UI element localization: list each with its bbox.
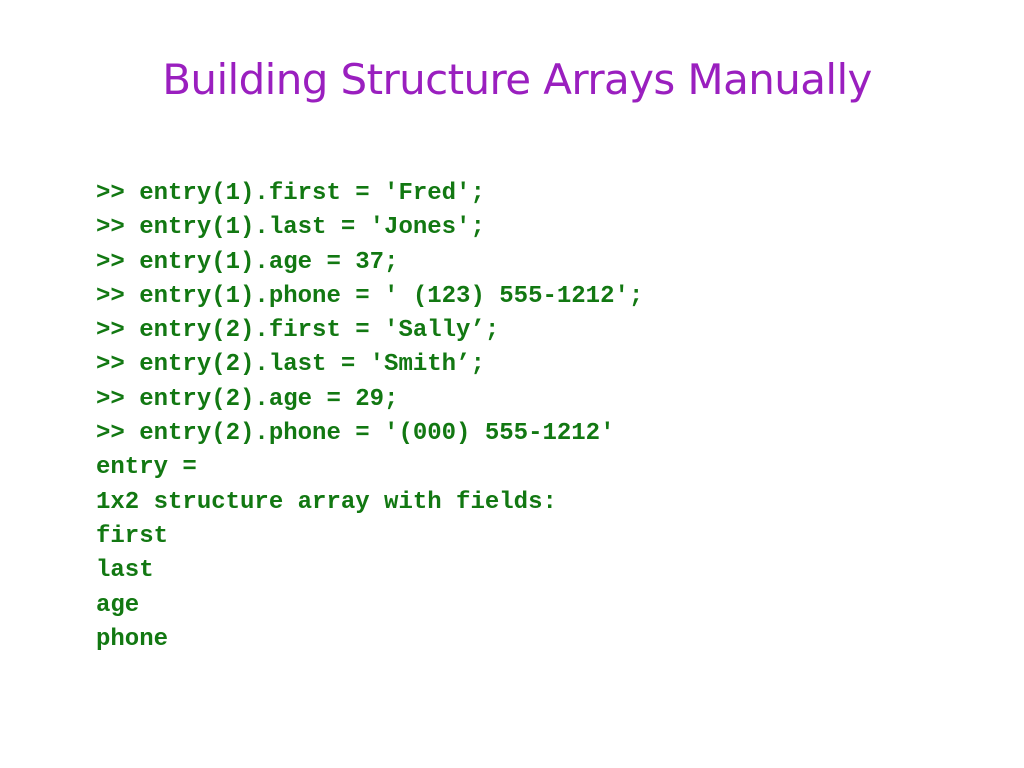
code-block: >> entry(1).first = 'Fred'; >> entry(1).… <box>96 177 976 657</box>
code-line: >> entry(1).age = 37; <box>96 248 399 276</box>
code-line: >> entry(2).first = 'Sally’; <box>96 317 500 345</box>
field-name: phone <box>96 625 169 653</box>
output-line: entry = <box>96 454 197 482</box>
code-line: >> entry(1).phone = ' (123) 555-1212'; <box>96 282 644 310</box>
field-name: first <box>96 522 169 550</box>
code-line: >> entry(2).phone = '(000) 555-1212' <box>96 420 615 448</box>
code-line: >> entry(2).age = 29; <box>96 385 399 413</box>
output-line: 1x2 structure array with fields: <box>96 488 557 516</box>
slide-title: Building Structure Arrays Manually <box>162 55 872 104</box>
code-line: >> entry(1).first = 'Fred'; <box>96 180 485 207</box>
field-name: last <box>96 557 154 585</box>
code-line: >> entry(2).last = 'Smith’; <box>96 351 485 379</box>
code-line: >> entry(1).last = 'Jones'; <box>96 214 485 242</box>
field-name: age <box>96 591 140 619</box>
